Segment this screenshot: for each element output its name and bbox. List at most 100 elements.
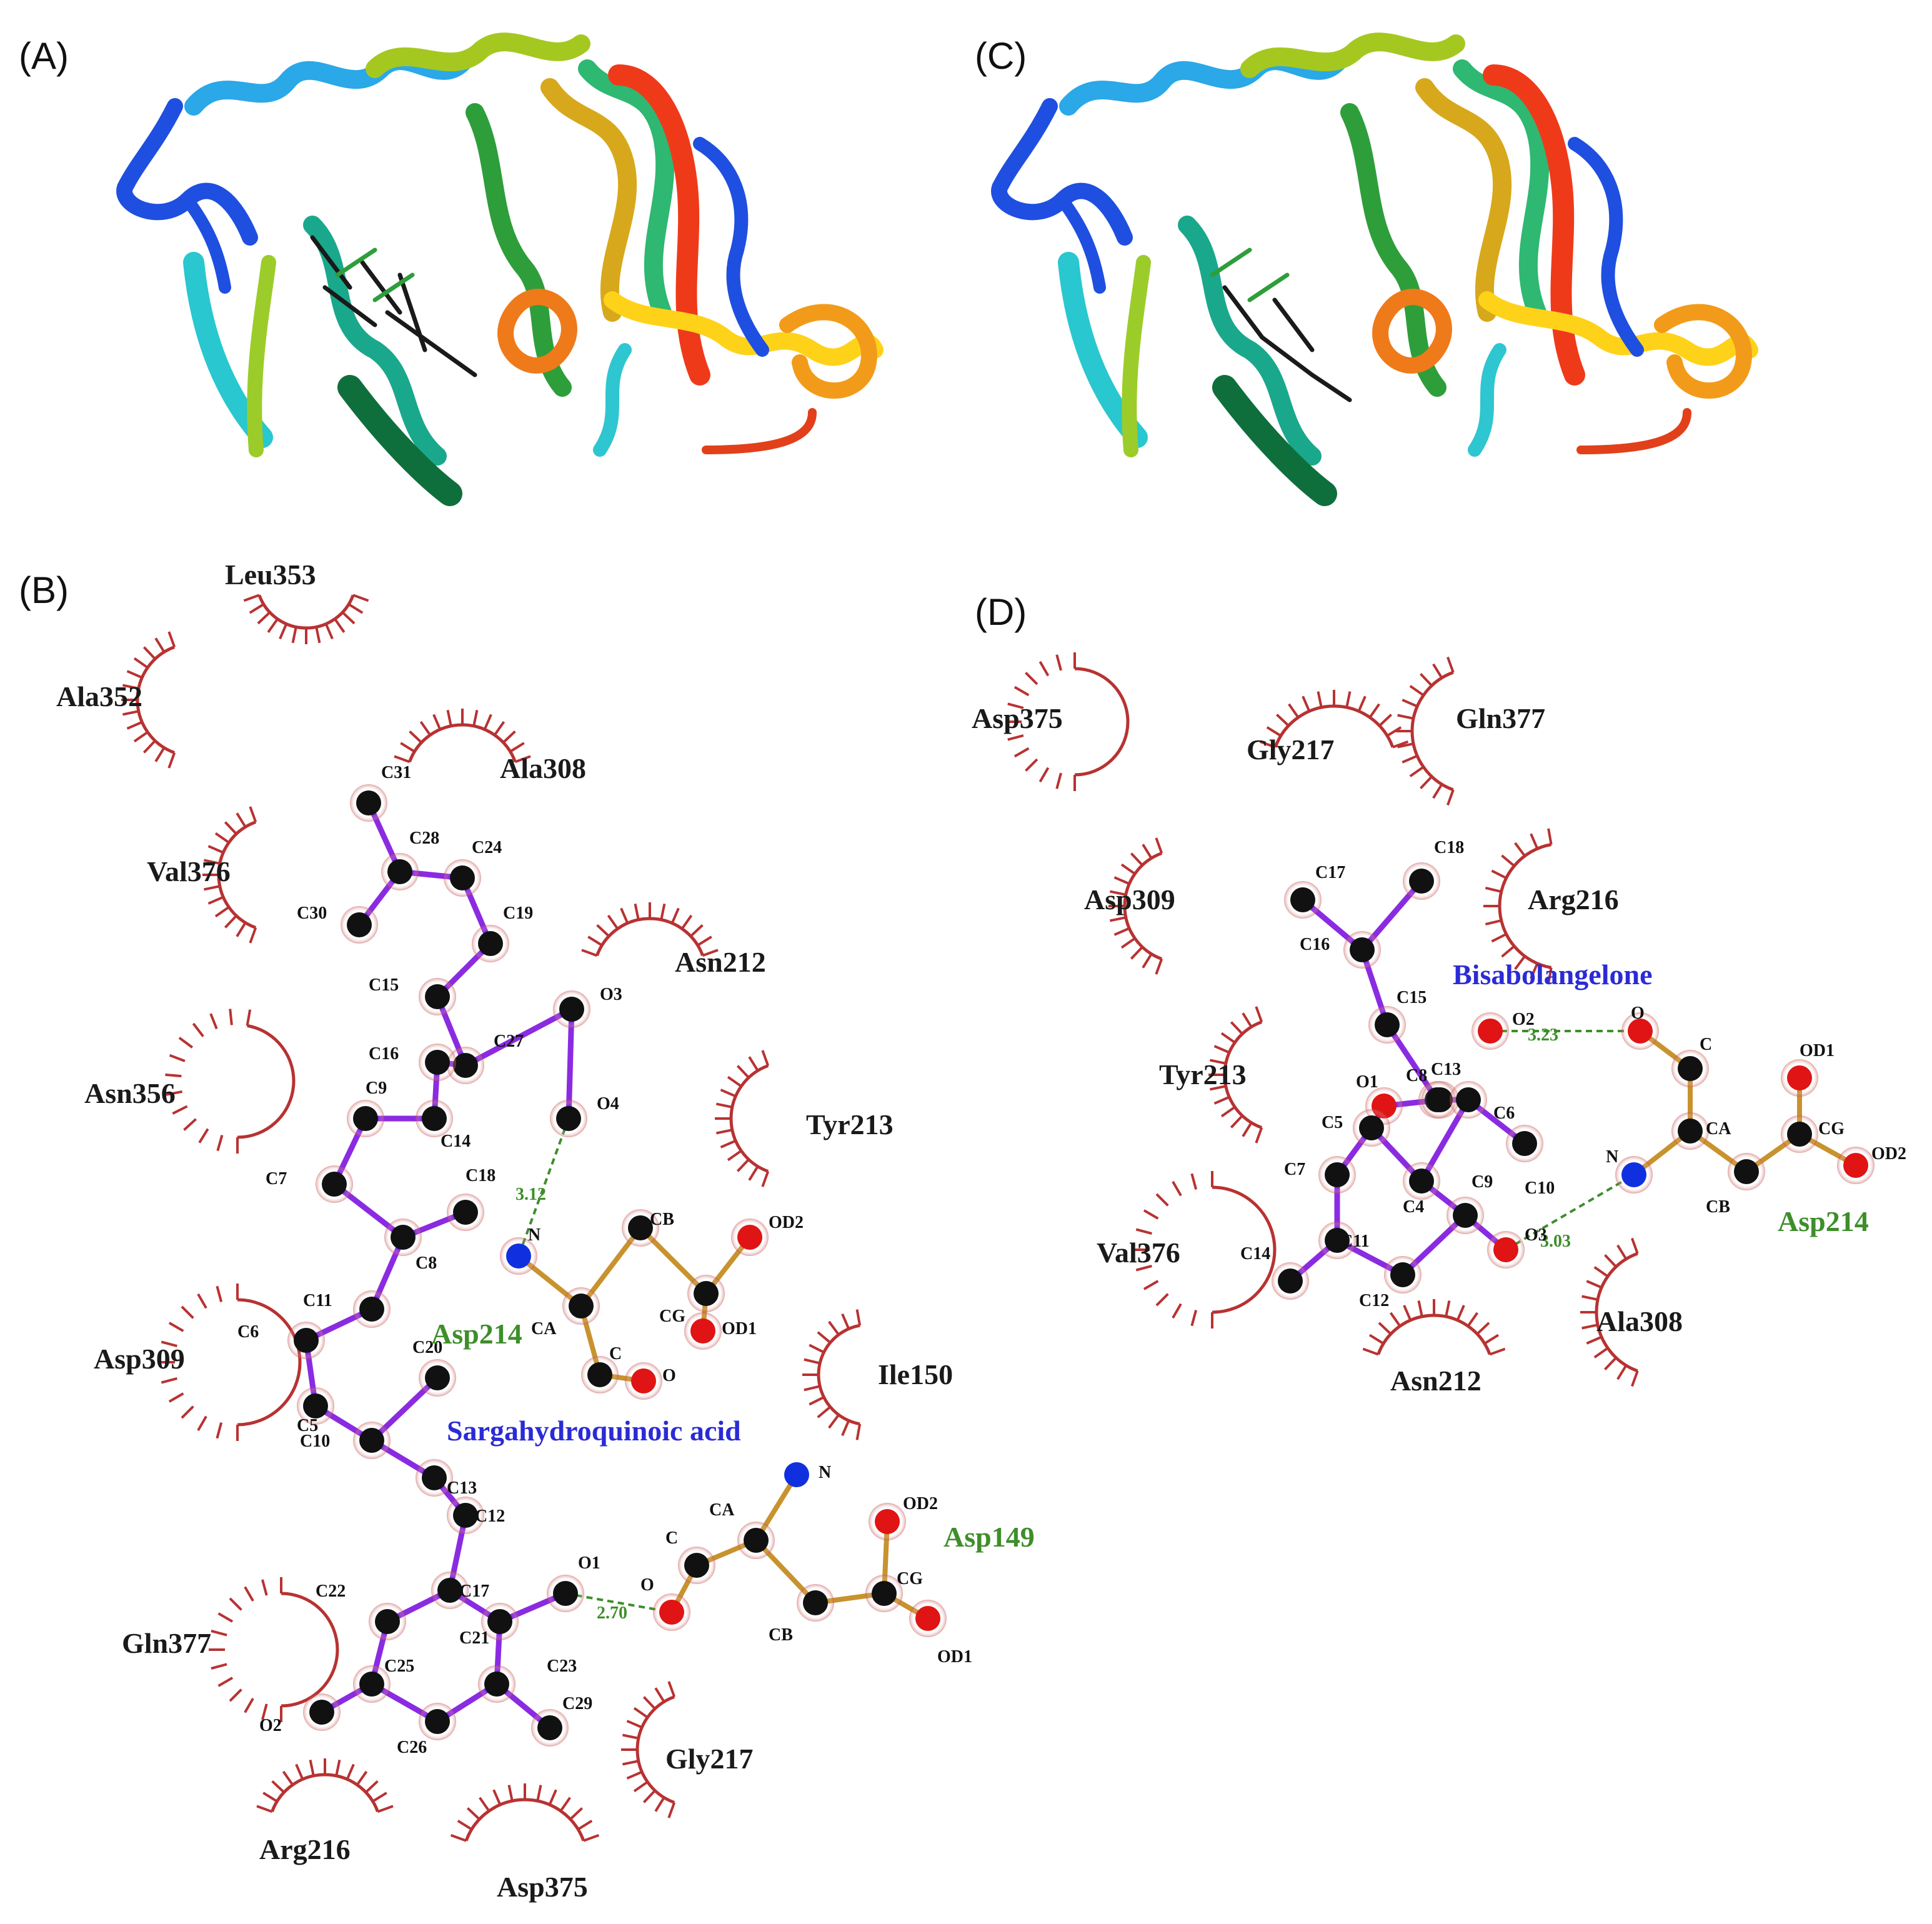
residue-label-gln377: Gln377 [122,1627,211,1659]
atom-c7 [316,1165,353,1203]
atom-c5 [297,1387,334,1425]
bond [462,1006,575,1069]
atom-c25 [353,1665,391,1703]
atom-o4 [550,1100,587,1137]
hydrophobic-contact-asp309 [159,1283,302,1441]
atom-label: N [819,1463,831,1482]
atom-o3 [1487,1231,1525,1269]
atom-label: OD2 [903,1494,938,1513]
atom-c14 [416,1100,453,1137]
atom-c18 [447,1194,484,1231]
atom-cb [797,1584,834,1622]
atom-label: C16 [369,1044,399,1064]
atom-c10 [1506,1125,1543,1162]
atom-n [784,1462,809,1487]
atom-o [625,1362,662,1400]
hydrophobic-contact-asn212 [581,902,719,957]
atom-c15 [1368,1006,1406,1044]
atom-label: C18 [1434,838,1464,857]
atom-c21 [481,1603,519,1640]
hydrophobic-contact-asp375 [1005,652,1130,791]
atom-ca [1671,1112,1709,1150]
hydrophobic-contact-tyr213 [715,1050,770,1187]
hbond-distance: 3.03 [1540,1232,1571,1251]
atom-cg [1781,1115,1818,1153]
hydrophobic-contact-asp309 [1108,837,1163,975]
residue-label-asp309: Asp309 [94,1343,185,1375]
atom-o3 [553,990,590,1028]
atom-label: C [665,1528,678,1548]
panel-d-atoms [1272,862,1875,1300]
residue-label-asn212: Asn212 [1390,1365,1481,1397]
atom-label: CB [769,1625,793,1645]
panel-d-label: (D) [975,591,1027,633]
atom-c11 [353,1290,391,1328]
atom-label: C7 [1284,1160,1305,1179]
atom-label: O [640,1575,654,1595]
residue-label-asp309: Asp309 [1084,884,1175,915]
residue-label-arg216: Arg216 [259,1833,351,1865]
hydrogen-bond [517,1118,570,1257]
hydrophobic-contact-tyr213 [1208,1006,1263,1144]
atom-label: CA [1706,1119,1731,1139]
atom-n [500,1237,537,1275]
hbond-distance: 3.12 [515,1185,546,1204]
atom-label: C12 [475,1507,505,1526]
residue-label-ala308: Ala308 [1596,1305,1683,1337]
residue-label-asn212: Asn212 [675,946,766,978]
atom-c19 [472,925,509,962]
atom-c31 [350,784,387,822]
hydrophobic-contact-asp375 [450,1783,600,1842]
atom-label: CG [897,1569,923,1588]
atom-label: N [1606,1147,1618,1167]
residue-label-asn356: Asn356 [84,1077,176,1109]
atom-c12 [447,1497,484,1534]
atom-c6 [1450,1081,1487,1119]
atom-c16 [1343,931,1381,969]
atom-c26 [419,1703,456,1740]
atom-label: C7 [266,1169,287,1189]
atom-c20 [419,1359,456,1397]
atom-label: CG [1818,1119,1845,1139]
panel-b: (B) Leu353Ala352Ala308Val376Asn212Asn356… [19,559,1035,1903]
atom-label: O2 [259,1716,282,1735]
atom-od1 [1781,1059,1818,1097]
atom-label: C6 [1493,1104,1515,1123]
hydrophobic-contact-asn356 [165,1009,296,1154]
atom-c28 [381,853,419,890]
atom-label: CB [1706,1197,1730,1217]
atom-c [678,1547,715,1584]
hbond-residue-asp214: Asp214 [431,1318,522,1350]
panel-d-hbonds [1490,1030,1640,1251]
atom-label: C17 [459,1582,489,1601]
atom-label: O3 [1525,1225,1547,1245]
panel-a-label: (A) [19,35,69,77]
atom-label: O [662,1366,676,1385]
hydrophobic-contact-asn212 [1362,1299,1506,1356]
atom-label: O1 [578,1553,600,1573]
atom-label: C9 [1471,1172,1493,1192]
atom-c14 [1272,1262,1309,1300]
hydrophobic-contact-gln377 [1396,656,1455,806]
atom-n [1615,1156,1653,1194]
atom-label: C22 [316,1582,346,1601]
atom-c15 [419,978,456,1015]
hydrophobic-contact-ala352 [121,631,176,769]
residue-label-ala308: Ala308 [500,752,586,784]
hydrophobic-contact-val376 [1133,1171,1277,1328]
ligand-name: Sargahydroquinoic acid [447,1415,741,1447]
atom-c24 [444,859,481,897]
atom-label: C4 [1403,1197,1424,1217]
panel-b-hydrophobic-contacts [121,594,862,1842]
atom-od2 [731,1219,769,1256]
hydrophobic-contact-ile150 [802,1309,862,1440]
atom-label: C10 [1525,1179,1555,1198]
residue-label-tyr213: Tyr213 [806,1109,894,1140]
hbond-distance: 3.23 [1528,1025,1558,1045]
atom-label: C30 [297,904,327,923]
atom-c29 [531,1709,569,1747]
atom-label: C10 [300,1432,330,1451]
atom-label: C12 [1359,1291,1389,1310]
